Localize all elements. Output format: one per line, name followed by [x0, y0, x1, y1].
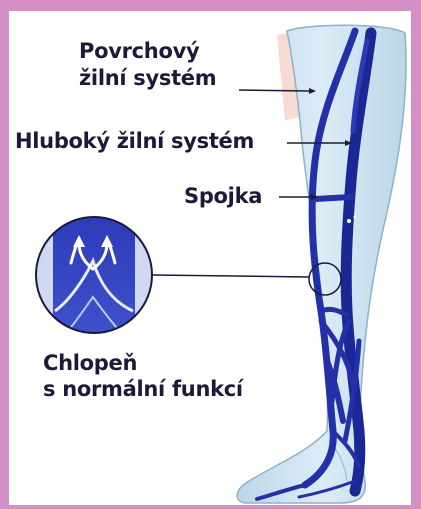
magnifier-icon	[29, 211, 159, 341]
superficial-vein-label-line2: žilní systém	[79, 68, 216, 89]
superficial-vein-label-line1: Povrchový	[79, 41, 199, 62]
valve-label-line2: s normální funkcí	[43, 379, 243, 400]
connector-label: Spojka	[184, 186, 262, 207]
deep-vein-label: Hluboký žilní systém	[15, 131, 254, 152]
valve-label-line1: Chlopeň	[43, 353, 137, 374]
diagram-panel: Povrchový žilní systém Hluboký žilní sys…	[9, 11, 411, 505]
